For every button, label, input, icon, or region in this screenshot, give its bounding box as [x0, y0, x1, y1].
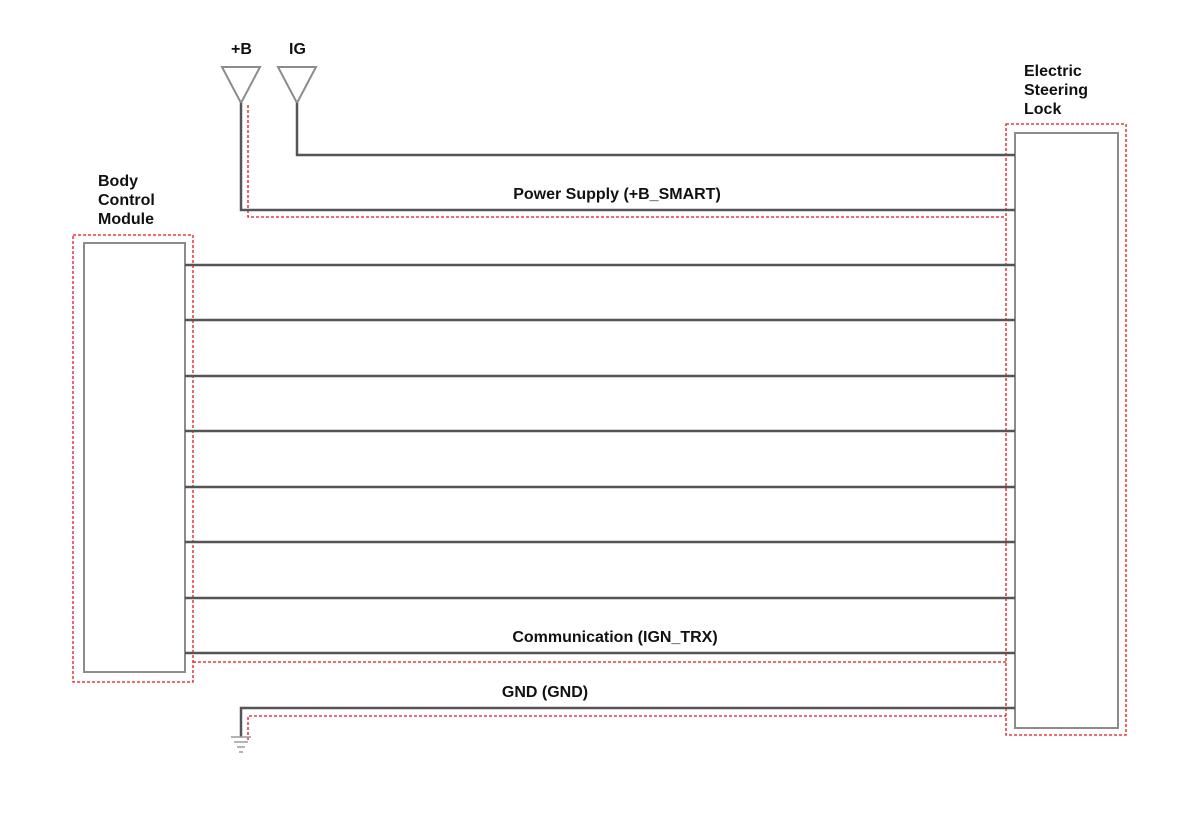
battery-source-icon	[220, 66, 262, 106]
ignition-wire	[295, 103, 1015, 157]
ignition-source-icon	[276, 66, 318, 106]
power-supply-wire	[239, 103, 1015, 212]
ground-wire-highlight	[247, 715, 1006, 740]
bcm-label-line-3: Module	[98, 211, 154, 228]
bcm-label-line-2: Control	[98, 192, 155, 209]
ground-icon	[231, 736, 251, 753]
bcm-label-line-1: Body	[98, 173, 138, 190]
communication-label: Communication (IGN_TRX)	[512, 629, 717, 646]
body-control-module	[83, 242, 186, 673]
power-supply-label: Power Supply (+B_SMART)	[513, 186, 721, 203]
battery-source-label: +B	[231, 41, 252, 58]
wires	[185, 103, 1015, 737]
esl-label-line-1: Electric	[1024, 63, 1082, 80]
electric-steering-lock-label: Electric Steering Lock	[1024, 63, 1088, 118]
power-wire-highlight	[247, 105, 1006, 218]
ground-label: GND (GND)	[502, 684, 588, 701]
esl-label-line-3: Lock	[1024, 101, 1061, 118]
esl-highlight-outline	[1005, 123, 1127, 736]
esl-label-line-2: Steering	[1024, 82, 1088, 99]
highlight-outlines	[72, 105, 1127, 740]
electric-steering-lock	[1014, 132, 1119, 729]
ignition-source-label: IG	[289, 41, 306, 58]
body-control-module-label: Body Control Module	[98, 173, 155, 228]
bcm-highlight-outline	[72, 234, 194, 683]
ground-wire	[239, 706, 1015, 737]
